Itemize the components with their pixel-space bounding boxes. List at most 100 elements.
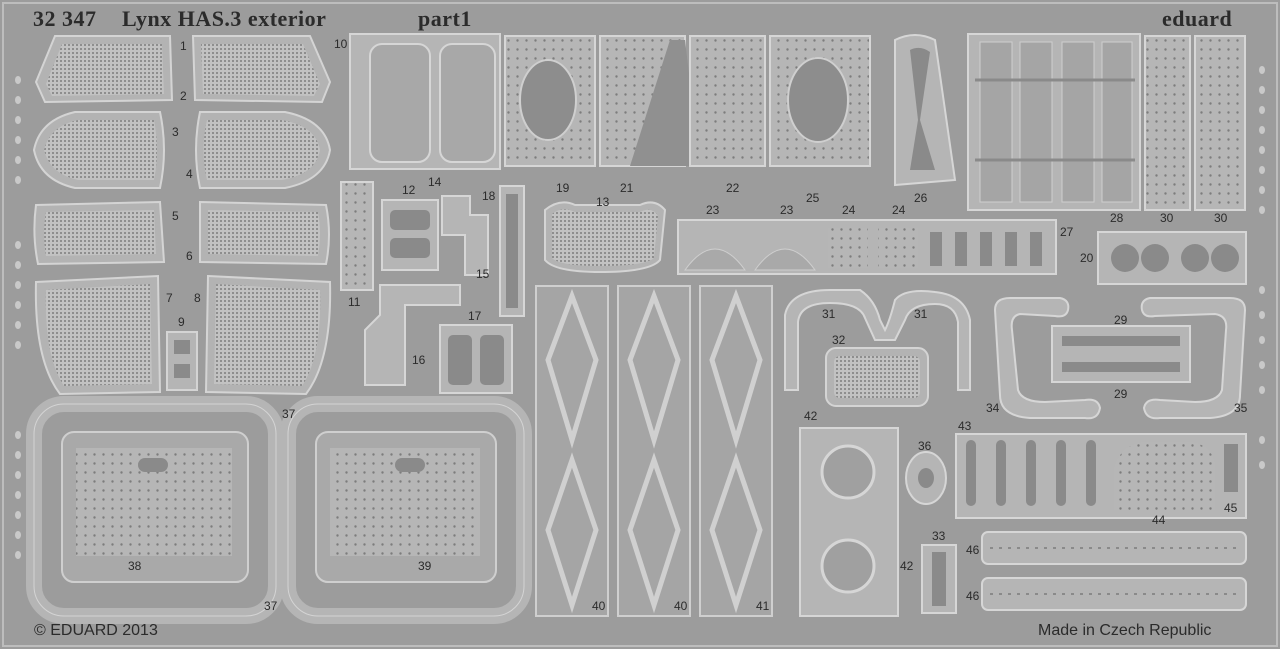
- part-number: 23: [780, 203, 794, 217]
- part-number: 30: [1214, 211, 1228, 225]
- part-number: 42: [804, 409, 818, 423]
- part-32-mesh-panel: [825, 347, 929, 407]
- part-7-mesh-panel: [34, 274, 162, 396]
- part-38-hatch: [61, 431, 249, 583]
- part-40-truss-middle: [617, 285, 691, 617]
- fret-title: Lynx HAS.3 exterior: [122, 6, 327, 31]
- part-35-loop: [1140, 297, 1247, 420]
- part-20-panel: [1097, 231, 1247, 285]
- part-number: 22: [726, 181, 740, 195]
- part-number: 43: [958, 419, 972, 433]
- part-number: 1: [180, 39, 187, 53]
- part-number: 23: [706, 203, 720, 217]
- part-number: 10: [334, 37, 348, 51]
- part-26-frame: [894, 34, 957, 187]
- part-number: 3: [172, 125, 179, 139]
- part-number: 13: [596, 195, 610, 209]
- origin-text: Made in Czech Republic: [1038, 622, 1212, 639]
- part-22-panel: [689, 35, 766, 167]
- part-number: 18: [482, 189, 496, 203]
- part-14-15-bracket: [441, 195, 489, 276]
- part-number: 46: [966, 589, 980, 603]
- part-number: 29: [1114, 313, 1128, 327]
- part-number: 8: [194, 291, 201, 305]
- part-number: 36: [918, 439, 932, 453]
- part-number: 14: [428, 175, 442, 189]
- part-number: 24: [842, 203, 856, 217]
- part-4-mesh-panel: [195, 111, 332, 189]
- part-number: 25: [806, 191, 820, 205]
- part-18-strip: [499, 185, 525, 317]
- part-number: 24: [892, 203, 906, 217]
- part-25-panel: [769, 35, 871, 167]
- part-12-bracket: [381, 199, 439, 271]
- part-number: 46: [966, 543, 980, 557]
- part-number: 21: [620, 181, 634, 195]
- part-17-bracket: [439, 324, 513, 394]
- part-number: 2: [180, 89, 187, 103]
- part-number: 16: [412, 353, 426, 367]
- part-37-frame-left: [26, 396, 284, 624]
- part-number: 27: [1060, 225, 1074, 239]
- part-number: 40: [592, 599, 606, 613]
- part-41-truss: [699, 285, 773, 617]
- left-edge-tabs: [15, 76, 21, 559]
- part-8-mesh-panel: [204, 274, 332, 396]
- part-16-bracket: [364, 284, 461, 386]
- part-number: 40: [674, 599, 688, 613]
- part-number: 9: [178, 315, 185, 329]
- fret-part: part1: [418, 6, 472, 31]
- right-edge-tabs: [1259, 66, 1265, 469]
- part-number: 30: [1160, 211, 1174, 225]
- part-number: 7: [166, 291, 173, 305]
- part-37-frame-right: [280, 396, 532, 624]
- part-number: 44: [1152, 513, 1166, 527]
- part-5-mesh-panel: [33, 200, 166, 266]
- part-19-panel: [504, 35, 596, 167]
- part-33-strip: [921, 544, 957, 614]
- part-number: 20: [1080, 251, 1094, 265]
- part-number: 17: [468, 309, 482, 323]
- part-40-truss-left: [535, 285, 609, 617]
- part-21-panel: [599, 35, 700, 167]
- part-2-mesh-panel: [191, 35, 332, 104]
- part-number: 33: [932, 529, 946, 543]
- part-29-panel: [1051, 325, 1191, 383]
- part-28-panel: [967, 33, 1141, 211]
- part-number: 45: [1224, 501, 1238, 515]
- part-number: 32: [832, 333, 846, 347]
- part-number: 38: [128, 559, 142, 573]
- fret-code: 32 347: [33, 6, 97, 31]
- part-number: 41: [756, 599, 770, 613]
- part-6-mesh-panel: [199, 200, 330, 266]
- part-number: 31: [914, 307, 928, 321]
- part-number: 6: [186, 249, 193, 263]
- part-number: 4: [186, 167, 193, 181]
- part-39-hatch: [315, 431, 497, 583]
- part-number: 37: [282, 407, 296, 421]
- part-10-door-panel: [349, 33, 501, 170]
- part-number: 37: [264, 599, 278, 613]
- part-43-44-strip: [955, 433, 1247, 519]
- brand-logo: eduard: [1162, 6, 1233, 31]
- part-number: 15: [476, 267, 490, 281]
- part-9-bracket: [166, 331, 198, 391]
- part-number: 5: [172, 209, 179, 223]
- copyright-text: © EDUARD 2013: [34, 622, 158, 639]
- part-number: 34: [986, 401, 1000, 415]
- part-number: 42: [900, 559, 914, 573]
- part-11-strip: [340, 181, 374, 291]
- part-number: 28: [1110, 211, 1124, 225]
- part-46-strip-lower: [981, 577, 1247, 611]
- part-number: 12: [402, 183, 416, 197]
- part-number: 31: [822, 307, 836, 321]
- part-31-arch: [784, 289, 971, 391]
- part-23-24-27-strip: [677, 219, 1057, 275]
- part-36-ring: [905, 451, 947, 505]
- part-30-strips: [1144, 35, 1246, 211]
- part-13-mesh-panel: [544, 201, 667, 274]
- part-number: 39: [418, 559, 432, 573]
- part-number: 19: [556, 181, 570, 195]
- part-number: 26: [914, 191, 928, 205]
